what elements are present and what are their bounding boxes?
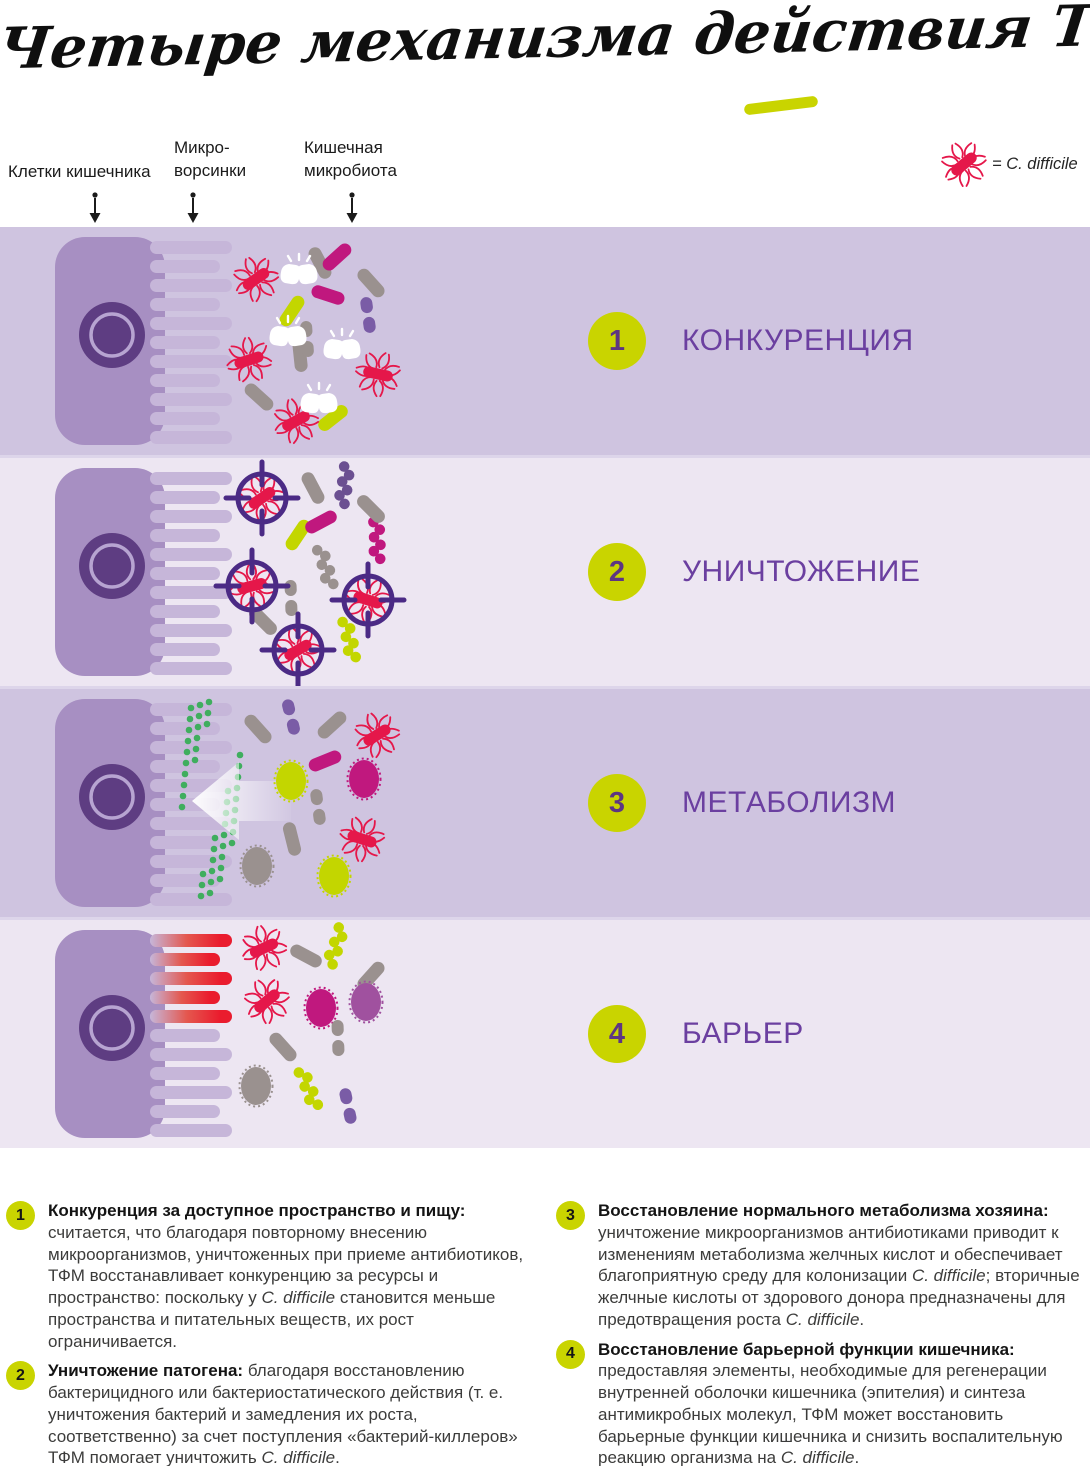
description-number: 1 bbox=[16, 1206, 25, 1224]
bacteria-cocci-chain bbox=[292, 1063, 325, 1114]
illustration-barrier bbox=[53, 920, 388, 1140]
c-difficile-icon bbox=[224, 248, 287, 311]
description-text: Уничтожение патогена: благодаря восстано… bbox=[48, 1361, 518, 1466]
mechanism-row-destruction: 2 УНИЧТОЖЕНИЕ bbox=[0, 458, 1090, 686]
row-label: 1 КОНКУРЕНЦИЯ bbox=[588, 227, 914, 455]
bacterium-blob bbox=[346, 757, 382, 801]
bacterium-rod bbox=[266, 1030, 300, 1064]
row-number: 4 bbox=[608, 1017, 626, 1050]
c-difficile-icon bbox=[350, 346, 404, 401]
illustration-metabolism bbox=[53, 697, 408, 909]
label-gut-microbiota-line2: микробиота bbox=[304, 160, 397, 180]
description-number: 2 bbox=[16, 1366, 25, 1384]
bacterium-rod bbox=[306, 748, 344, 774]
row-number: 2 bbox=[608, 555, 626, 588]
bacterium-blob bbox=[238, 1064, 274, 1108]
row-title-barrier: БАРЬЕР bbox=[682, 1017, 804, 1050]
description-competition: 1 Конкуренция за доступное пространство … bbox=[6, 1200, 534, 1352]
row-number-badge: 4 bbox=[588, 1005, 646, 1063]
absorption-arrow-icon bbox=[192, 762, 291, 840]
row-title-destruction: УНИЧТОЖЕНИЕ bbox=[682, 555, 921, 588]
c-difficile-bacterium-icon bbox=[940, 140, 988, 188]
c-difficile-icon bbox=[345, 704, 408, 767]
bacteria-cocci-chain bbox=[311, 542, 340, 592]
row-label: 2 УНИЧТОЖЕНИЕ bbox=[588, 458, 920, 686]
bacterium-rod bbox=[359, 296, 377, 334]
down-arrow-icon bbox=[346, 192, 358, 223]
row-number-badge: 2 bbox=[588, 543, 646, 601]
illustration-destruction bbox=[53, 458, 545, 686]
inflamed-microvilli bbox=[150, 934, 232, 1023]
label-microvilli: Микро-ворсинки bbox=[174, 137, 246, 183]
bacterium-rod bbox=[331, 1019, 345, 1057]
descriptions-right-column: 3 Восстановление нормального метаболизма… bbox=[556, 1200, 1088, 1466]
bacterium-rod bbox=[299, 469, 327, 507]
label-gut-microbiota-line1: Кишечная bbox=[304, 138, 383, 157]
bacteria-cocci-chain bbox=[364, 516, 390, 565]
title-underline-accent bbox=[743, 95, 819, 116]
down-arrow-icon bbox=[187, 192, 199, 223]
label-microvilli-line2: ворсинки bbox=[174, 160, 247, 180]
mechanism-row-competition: 1 КОНКУРЕНЦИЯ bbox=[0, 227, 1090, 455]
bacterium-rod bbox=[354, 266, 388, 300]
bacterium-blob bbox=[303, 986, 339, 1030]
bacterium-rod bbox=[280, 698, 302, 736]
description-number-badge: 2 bbox=[6, 1361, 35, 1391]
bacteria-cocci-chain bbox=[328, 460, 361, 511]
descriptions-left-column: 1 Конкуренция за доступное пространство … bbox=[6, 1200, 534, 1466]
legend-c-difficile: = C. difficile bbox=[940, 140, 1078, 188]
row-label: 3 МЕТАБОЛИЗМ bbox=[588, 689, 896, 917]
bacterium-rod bbox=[320, 240, 354, 274]
c-difficile-icon bbox=[233, 920, 294, 979]
description-number-badge: 1 bbox=[6, 1201, 35, 1230]
page-title: Четыре механизма действия ТФМ bbox=[0, 0, 1090, 83]
mechanism-row-metabolism: 3 МЕТАБОЛИЗМ bbox=[0, 689, 1090, 917]
bacterium-rod bbox=[287, 942, 325, 970]
label-microvilli-line1: Микро- bbox=[174, 138, 230, 157]
bacterium-blob bbox=[239, 844, 275, 888]
illustration-competition bbox=[53, 235, 404, 452]
description-number: 3 bbox=[566, 1206, 575, 1224]
row-number-badge: 3 bbox=[588, 774, 646, 832]
fist-bump-icon bbox=[322, 327, 362, 361]
bacterium-rod bbox=[302, 508, 340, 536]
legend-text: = C. difficile bbox=[992, 154, 1078, 173]
bacterium-rod bbox=[241, 712, 275, 746]
description-text: Конкуренция за доступное пространство и … bbox=[48, 1201, 524, 1351]
bacterium-rod bbox=[315, 708, 349, 742]
description-number-badge: 3 bbox=[556, 1201, 585, 1230]
down-arrow-icon bbox=[89, 192, 101, 223]
row-number-badge: 1 bbox=[588, 312, 646, 370]
row-number: 1 bbox=[608, 324, 626, 357]
fist-bump-icon bbox=[299, 381, 339, 415]
bacterium-blob bbox=[316, 854, 352, 898]
description-metabolism: 3 Восстановление нормального метаболизма… bbox=[556, 1200, 1088, 1331]
row-title-competition: КОНКУРЕНЦИЯ bbox=[682, 324, 914, 357]
bacterium-rod bbox=[309, 283, 347, 307]
intestinal-cell bbox=[53, 235, 234, 447]
fist-bump-icon bbox=[268, 314, 308, 348]
description-number-badge: 4 bbox=[556, 1339, 585, 1369]
bacterium-rod bbox=[338, 1087, 358, 1125]
c-difficile-icon bbox=[234, 969, 298, 1034]
row-number: 3 bbox=[608, 786, 626, 819]
bacterium-blob bbox=[348, 980, 384, 1024]
bacterium-rod bbox=[309, 788, 327, 826]
bacteria-cocci-chain bbox=[316, 920, 355, 972]
row-title-metabolism: МЕТАБОЛИЗМ bbox=[682, 786, 897, 819]
label-gut-microbiota: Кишечная микробиота bbox=[304, 137, 397, 183]
bacterium-rod bbox=[281, 820, 303, 858]
description-destruction: 2 Уничтожение патогена: благодаря восста… bbox=[6, 1360, 534, 1466]
mechanism-rows: 1 КОНКУРЕНЦИЯ bbox=[0, 227, 1090, 1148]
intestinal-cell bbox=[53, 466, 234, 678]
row-label: 4 БАРЬЕР bbox=[588, 920, 804, 1148]
description-text: Восстановление нормального метаболизма х… bbox=[598, 1201, 1080, 1329]
mechanism-row-barrier: 4 БАРЬЕР bbox=[0, 920, 1090, 1148]
description-barrier: 4 Восстановление барьерной функции кишеч… bbox=[556, 1339, 1088, 1466]
bacterium-rod bbox=[242, 380, 276, 414]
description-number: 4 bbox=[566, 1345, 575, 1362]
description-text: Восстановление барьерной функции кишечни… bbox=[598, 1339, 1063, 1466]
label-intestinal-cells: Клетки кишечника bbox=[8, 162, 151, 181]
